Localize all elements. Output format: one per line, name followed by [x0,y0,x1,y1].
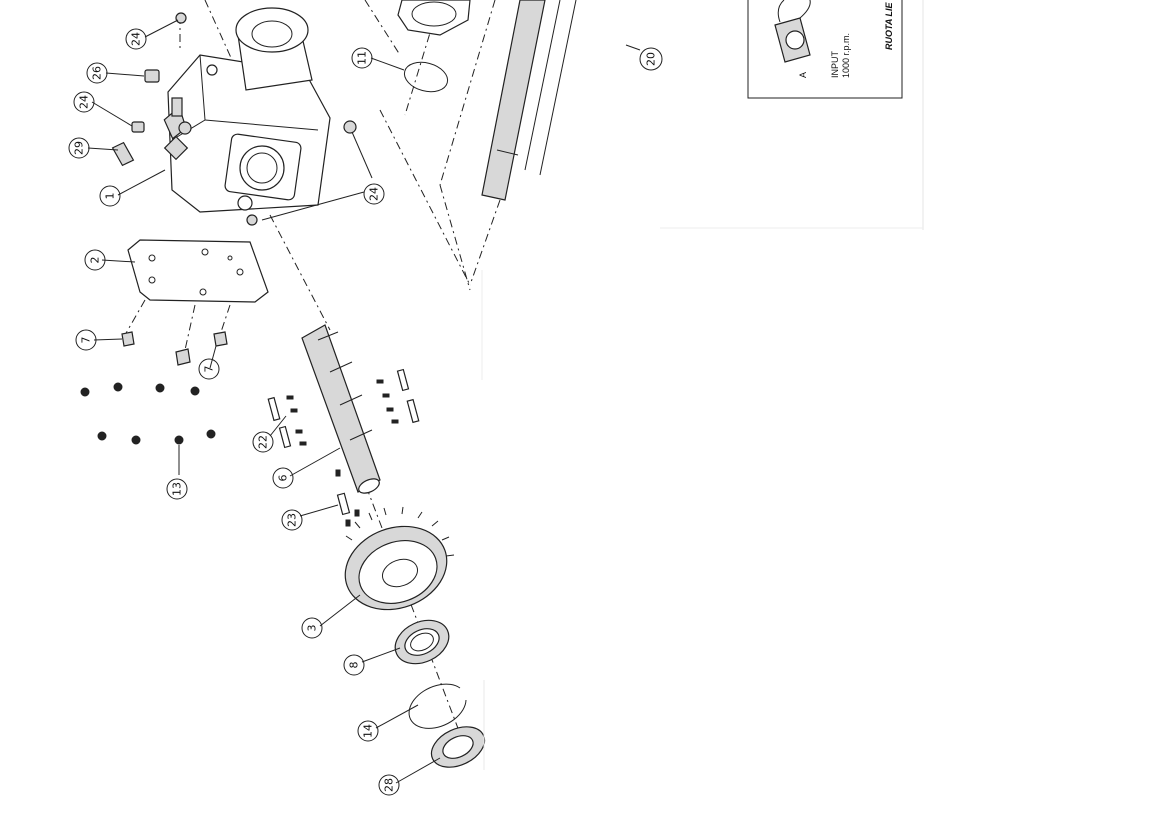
bevel-gear [344,506,455,611]
svg-text:29: 29 [73,141,86,155]
svg-text:3: 3 [306,625,319,632]
callout-bubbles: 24 26 24 29 1 2 7 7 [68,28,663,796]
output-flange [397,0,471,93]
svg-text:24: 24 [368,187,381,201]
keys-and-pins [267,368,420,527]
gearbox-housing [163,7,331,213]
callout-22: 22 [252,431,274,453]
input-shaft [301,324,381,494]
scan-edges [481,0,924,770]
inset-overview: A INPUT 1000 r.p.m. RUOTA LIE [747,0,903,99]
callout-26: 26 [86,62,108,84]
svg-text:8: 8 [348,662,361,669]
callout-6: 6 [272,467,294,489]
bearing [394,619,450,665]
assembly-axis-lines [124,0,501,761]
callout-7-left: 7 [75,329,97,351]
svg-text:20: 20 [645,52,658,66]
oil-plugs [121,331,228,366]
callout-24-right: 24 [363,183,385,205]
housing-fittings [111,12,357,226]
inset-rpm-label: 1000 r.p.m. [841,33,851,78]
cover-screws [80,382,216,475]
callout-24-left: 24 [73,91,95,113]
svg-text:13: 13 [171,482,184,496]
inset-title-fragment: RUOTA LIE [884,2,894,50]
inset-marker-a: A [798,72,808,78]
svg-text:28: 28 [383,778,396,792]
circlip [408,683,467,729]
svg-text:2: 2 [89,257,102,264]
callout-13: 13 [166,478,188,500]
svg-text:7: 7 [80,337,93,344]
callout-14: 14 [357,720,379,742]
callout-7-right: 7 [198,358,220,380]
callout-20: 20 [639,47,663,71]
callout-11: 11 [351,47,373,69]
callout-28: 28 [378,774,400,796]
callout-1: 1 [99,185,121,207]
svg-text:11: 11 [356,51,369,65]
callout-23: 23 [281,509,303,531]
oil-seal [430,726,486,768]
svg-text:26: 26 [91,66,104,80]
leader-lines [87,19,641,784]
cover-plate [127,239,269,303]
svg-text:6: 6 [277,475,290,482]
callout-29: 29 [68,137,90,159]
svg-text:7: 7 [203,366,216,373]
callout-2: 2 [84,249,106,271]
long-drive-shaft [481,0,577,201]
svg-text:24: 24 [130,32,143,46]
svg-text:24: 24 [78,95,91,109]
svg-text:22: 22 [257,435,270,449]
svg-text:23: 23 [286,513,299,527]
svg-text:14: 14 [362,724,375,738]
inset-input-label: INPUT [830,50,840,78]
svg-text:1: 1 [104,193,117,200]
callout-8: 8 [343,654,365,676]
callout-3: 3 [301,617,323,639]
callout-24-top: 24 [125,28,147,50]
